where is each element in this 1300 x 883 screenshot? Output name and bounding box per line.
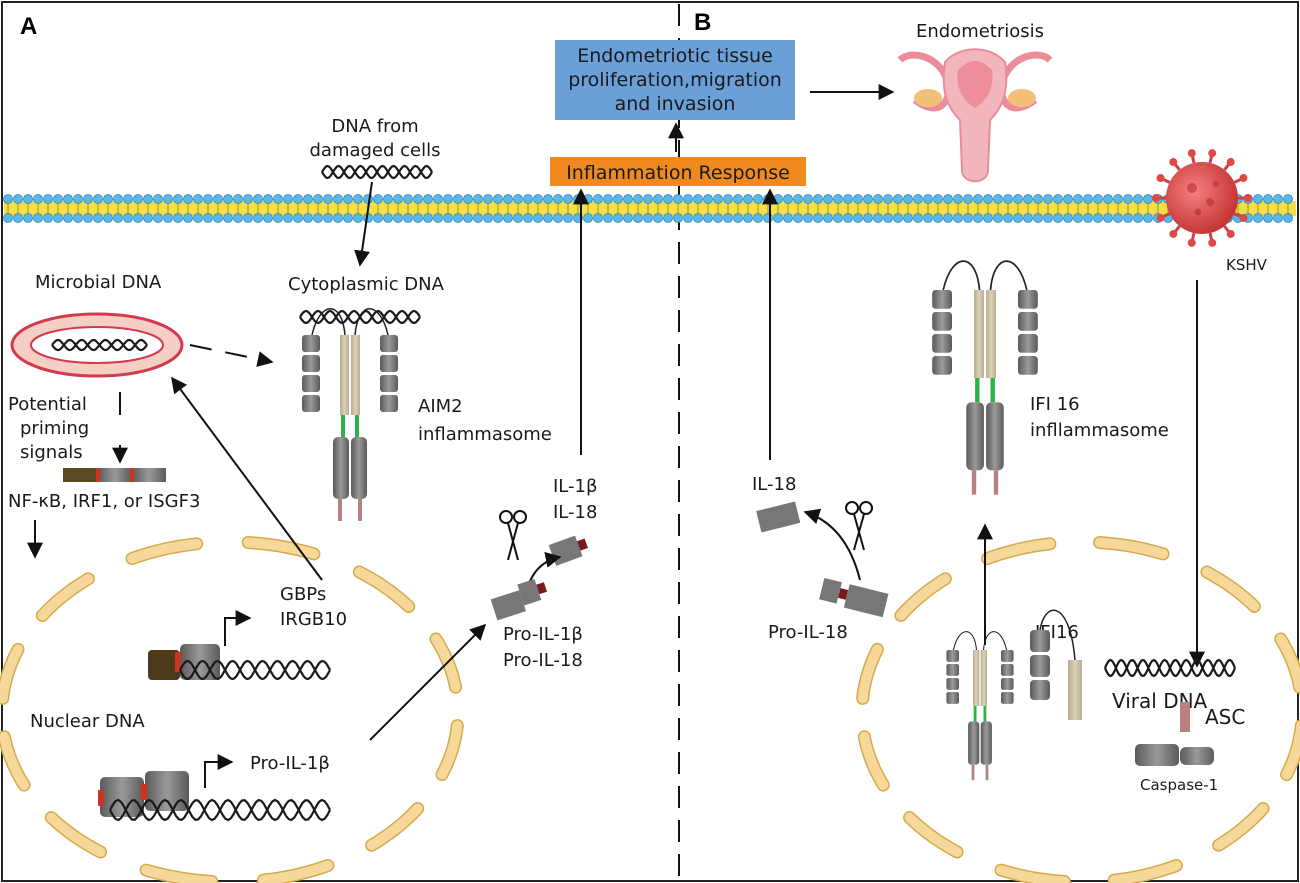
- scissors-icon-a: [499, 510, 527, 561]
- asc-icon: [1180, 702, 1190, 732]
- microbe-inner: [30, 326, 164, 364]
- microbial-dna-helix: [51, 338, 148, 352]
- il18-label-a: IL-18: [553, 502, 597, 523]
- priming-label-3: signals: [20, 442, 83, 463]
- arrow-microbial-to-aim2: [189, 344, 274, 367]
- microbial-dna-label: Microbial DNA: [35, 272, 162, 293]
- ifi16-protein-icon: [1030, 609, 1082, 720]
- gbps-label: GBPs: [280, 584, 326, 605]
- asc-label: ASC: [1205, 705, 1245, 729]
- il1b-label: IL-1β: [553, 476, 597, 497]
- cytoplasmic-dna-label: Cytoplasmic DNA: [288, 274, 445, 295]
- transcription-factors-label: NF-κB, IRF1, or ISGF3: [8, 491, 200, 512]
- aim2-label-1: AIM2: [418, 396, 463, 417]
- nucleus-a: [0, 536, 464, 883]
- viral-dna-helix: [1103, 658, 1237, 678]
- pro-il1b-gene-complex: [98, 771, 189, 817]
- cleaved-il18-b: [756, 501, 801, 533]
- ifi16-inflammasome-icon: [932, 260, 1038, 495]
- damaged-dna-helix: [321, 164, 433, 180]
- endometriosis-label: Endometriosis: [916, 21, 1044, 42]
- pro-il18-label-a: Pro-IL-18: [503, 650, 583, 671]
- pro-il1b-dna-helix: [109, 798, 331, 822]
- scissors-icon-b: [845, 501, 873, 551]
- il18-label-b: IL-18: [752, 474, 796, 495]
- gbps-promoter-arrow: [224, 610, 252, 646]
- gbps-dna-helix: [179, 659, 331, 681]
- panel-a-label: A: [20, 13, 37, 40]
- endometriotic-text-3: and invasion: [615, 93, 736, 115]
- viral-dna-label: Viral DNA: [1112, 689, 1208, 713]
- nucleus-b: [856, 536, 1300, 883]
- pro-il1b-gene-label: Pro-IL-1β: [250, 753, 330, 774]
- inflammation-box: [550, 157, 806, 186]
- priming-label-2: priming: [20, 418, 89, 439]
- ifi16-inflammasome-label-1: IFI 16: [1030, 394, 1080, 415]
- nuclear-dna-label: Nuclear DNA: [30, 711, 145, 732]
- irgb10-label: IRGB10: [280, 609, 347, 630]
- ifi16-inflammasome-label-2: infllammasome: [1030, 420, 1169, 441]
- pro-cytokine-a: [490, 578, 548, 621]
- priming-label-1: Potential: [8, 394, 87, 415]
- pro-il18-label-b: Pro-IL-18: [768, 622, 848, 643]
- endometriotic-text-2: proliferation,migration: [568, 69, 782, 91]
- endometriotic-box: [555, 40, 795, 120]
- endometriotic-text-1: Endometriotic tissue: [577, 45, 773, 67]
- caspase1-icon: [1135, 744, 1214, 766]
- kshv-virus-icon: [1152, 149, 1252, 247]
- dna-damaged-label-1: DNA from: [331, 116, 418, 137]
- pro-il1b-promoter-arrow: [204, 754, 234, 788]
- pro-il1b-label: Pro-IL-1β: [503, 624, 583, 645]
- cleaved-cytokine-a: [548, 535, 588, 566]
- kshv-label: KSHV: [1226, 256, 1268, 274]
- uterus-illustration: [897, 48, 1053, 183]
- aim2-inflammasome-icon: [302, 308, 398, 521]
- arrow-gbps-to-microbe: [171, 376, 323, 581]
- cell-membrane: [3, 194, 1296, 223]
- caspase1-label: Caspase-1: [1140, 776, 1218, 794]
- arrow-cleavage-b: [803, 508, 861, 581]
- arrow-damaged-dna-to-cytoplasm: [354, 181, 373, 267]
- aim2-label-2: inflammasome: [418, 424, 552, 445]
- panel-b-label: B: [694, 9, 711, 36]
- pro-il18-b: [819, 577, 889, 618]
- inflammation-text: Inflammation Response: [566, 162, 790, 184]
- ifi16-small-inflammasome-icon: [946, 631, 1014, 781]
- dna-damaged-label-2: damaged cells: [309, 140, 440, 161]
- transcription-factor-complex: [63, 468, 166, 482]
- arrow-gene-to-pro-il1b: [369, 623, 487, 741]
